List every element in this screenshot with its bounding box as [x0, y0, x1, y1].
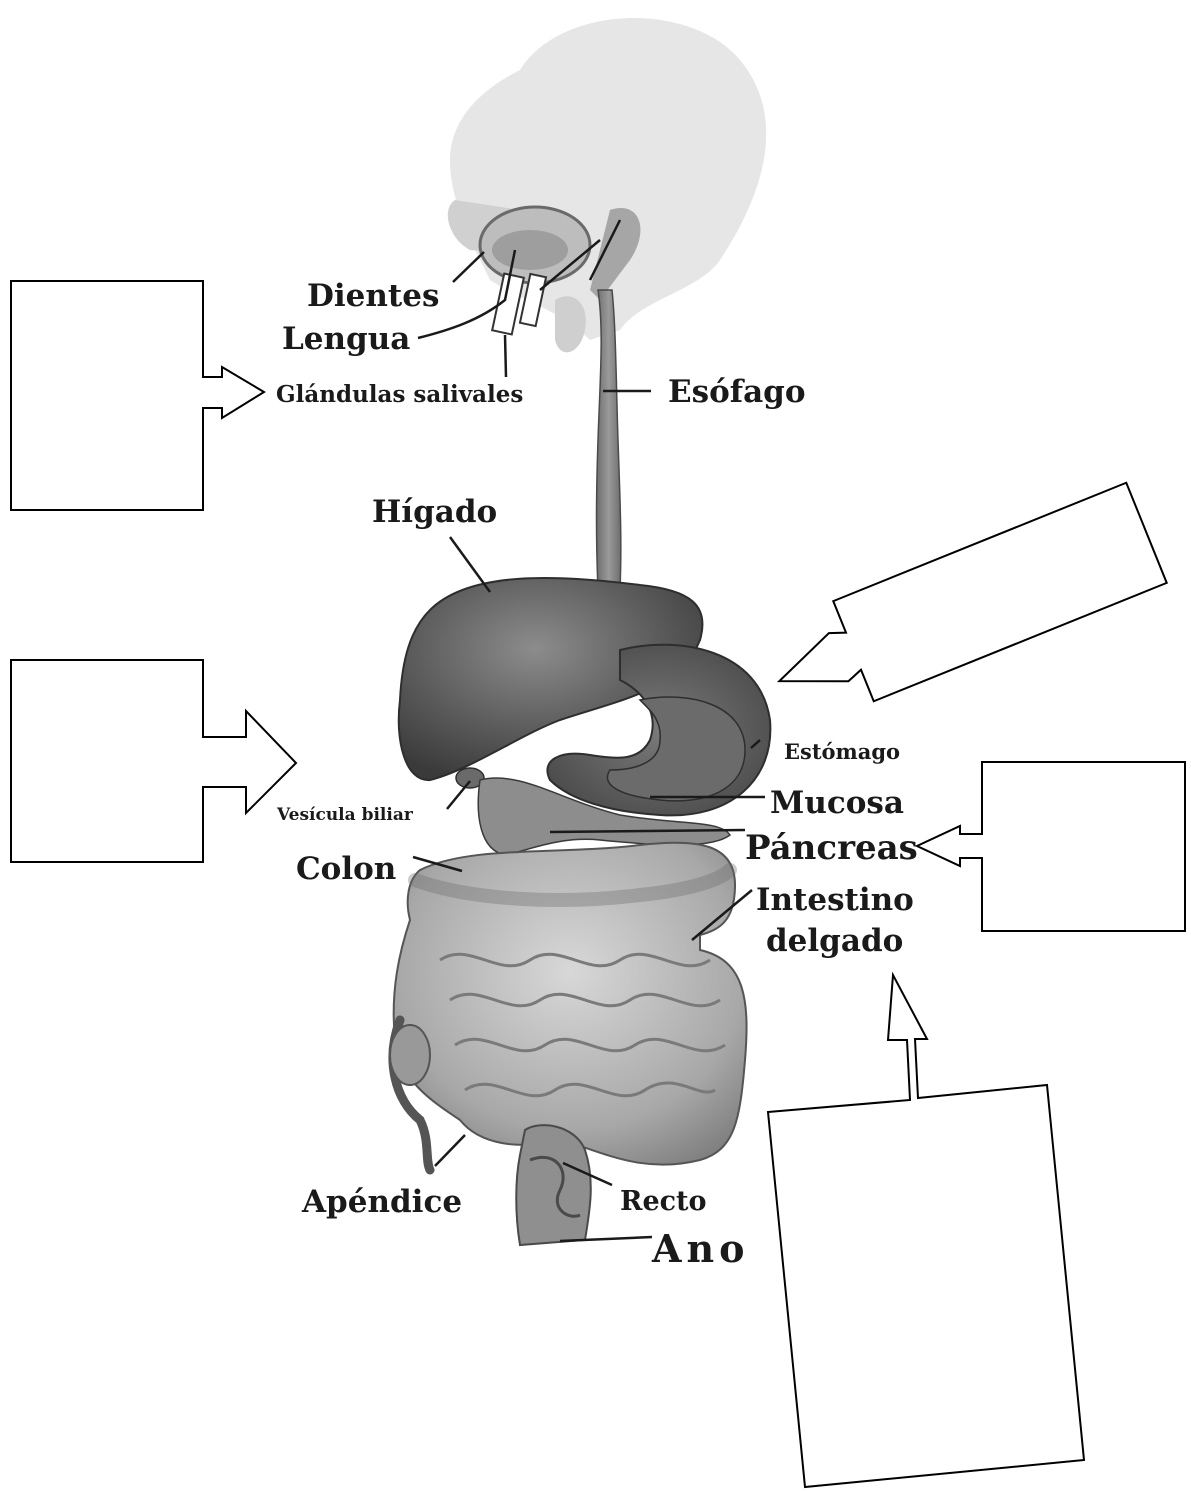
answer-box-estomago[interactable] — [759, 483, 1167, 731]
stomach-mucosa-shape — [607, 697, 745, 801]
label-higado: Hígado — [372, 494, 497, 530]
answer-box-vesicula[interactable] — [11, 660, 296, 862]
label-lengua: Lengua — [282, 321, 410, 357]
label-dientes: Dientes — [307, 278, 439, 314]
answer-box-intestino[interactable] — [768, 975, 1084, 1487]
label-esofago: Esófago — [668, 374, 806, 410]
answer-box-pancreas[interactable] — [917, 762, 1185, 931]
answer-box-glandulas[interactable] — [11, 281, 264, 510]
intestines-shape — [390, 843, 747, 1170]
label-vesicula-biliar: Vesícula biliar — [276, 805, 414, 825]
label-pancreas: Páncreas — [745, 828, 918, 868]
label-apendice: Apéndice — [301, 1184, 462, 1220]
label-ano: Ano — [651, 1226, 749, 1271]
label-estomago: Estómago — [784, 739, 900, 764]
label-colon: Colon — [296, 851, 396, 887]
label-recto: Recto — [620, 1186, 707, 1217]
label-delgado: delgado — [766, 923, 903, 959]
label-glandulas-salivales: Glándulas salivales — [276, 381, 523, 408]
rectum-shape — [516, 1125, 591, 1245]
label-mucosa: Mucosa — [770, 785, 904, 821]
label-intestino: Intestino — [756, 882, 914, 918]
